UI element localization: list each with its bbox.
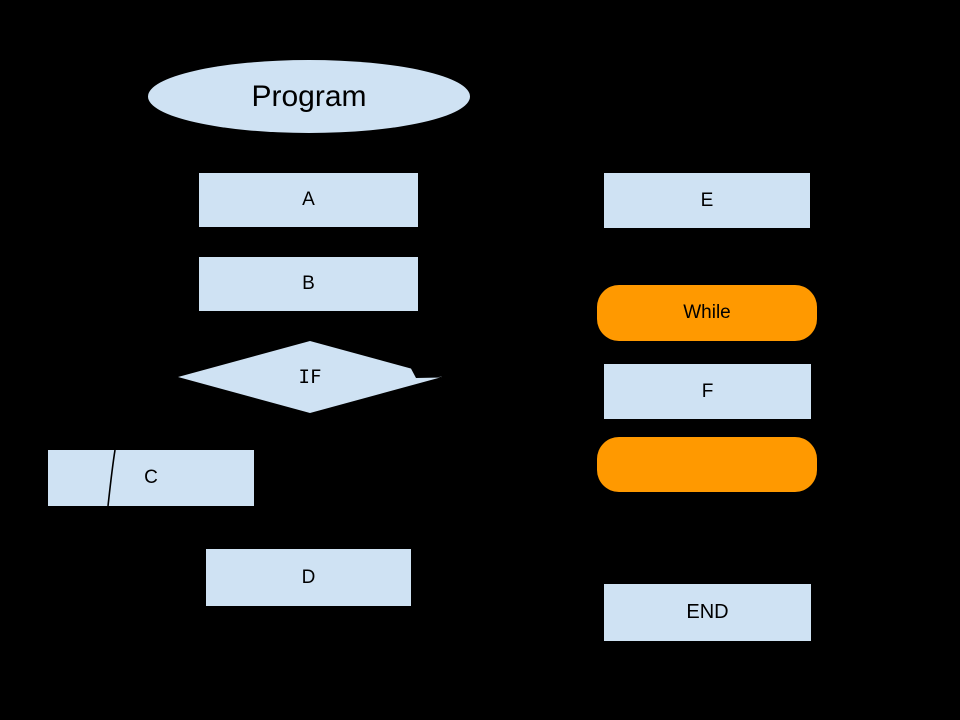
node-a-label: A — [302, 189, 315, 210]
node-b-label: B — [302, 273, 315, 294]
node-f: F — [604, 364, 811, 419]
node-end: END — [604, 584, 811, 641]
node-if-label: IF — [298, 366, 322, 388]
node-d: D — [206, 549, 411, 606]
node-e-label: E — [700, 189, 714, 211]
node-f-label: F — [701, 380, 714, 402]
node-a: A — [199, 173, 418, 227]
node-end-label: END — [686, 601, 729, 623]
node-b: B — [199, 257, 418, 311]
node-program: Program — [148, 60, 470, 133]
node-if-diamond: IF — [178, 341, 442, 413]
node-c: C — [48, 450, 254, 506]
node-program-label: Program — [251, 79, 367, 113]
node-while-loop-start: While — [597, 285, 817, 341]
node-d-label: D — [301, 566, 316, 588]
node-c-label: C — [144, 467, 158, 488]
node-while-loop-end — [597, 437, 817, 492]
node-e: E — [604, 173, 810, 228]
node-while-label: While — [683, 302, 731, 323]
